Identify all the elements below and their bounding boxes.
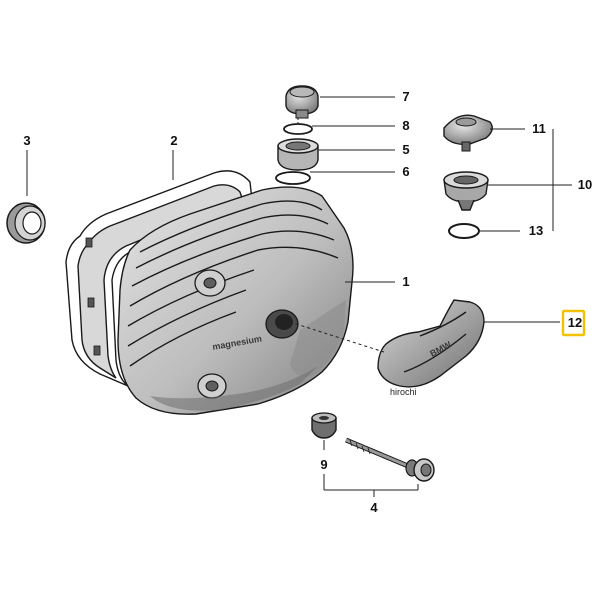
valve-housing xyxy=(443,171,489,211)
callout-5: 5 xyxy=(402,142,409,157)
callout-3: 3 xyxy=(23,133,30,148)
seal-ring-small xyxy=(448,223,480,239)
callout-labels: 3 2 1 7 8 5 6 11 10 13 9 4 12 xyxy=(23,89,592,515)
callout-10: 10 xyxy=(578,177,592,192)
callout-4: 4 xyxy=(370,500,378,515)
watermark-text: hirochi xyxy=(390,387,417,397)
leader-lines xyxy=(26,96,572,497)
cover-guard: BMW xyxy=(377,299,485,388)
callout-11: 11 xyxy=(532,121,546,136)
o-ring-lower xyxy=(275,171,311,185)
callout-13: 13 xyxy=(529,223,543,238)
callout-7: 7 xyxy=(402,89,409,104)
grommet xyxy=(311,412,337,439)
callout-2: 2 xyxy=(170,133,177,148)
cylinder-head-cover: magnesium xyxy=(85,186,354,415)
callout-8: 8 xyxy=(402,118,409,133)
oil-filler-cap xyxy=(285,85,319,119)
o-ring-upper xyxy=(283,123,313,135)
callout-12-highlight-box xyxy=(561,309,586,337)
seal-ring xyxy=(6,202,46,244)
gasket xyxy=(65,170,253,387)
bolt xyxy=(345,437,435,482)
callout-9: 9 xyxy=(320,457,327,472)
filler-neck xyxy=(277,138,319,171)
callout-1: 1 xyxy=(402,274,409,289)
vent-cap xyxy=(443,114,493,152)
callout-12: 12 xyxy=(568,315,582,330)
callout-6: 6 xyxy=(402,164,409,179)
